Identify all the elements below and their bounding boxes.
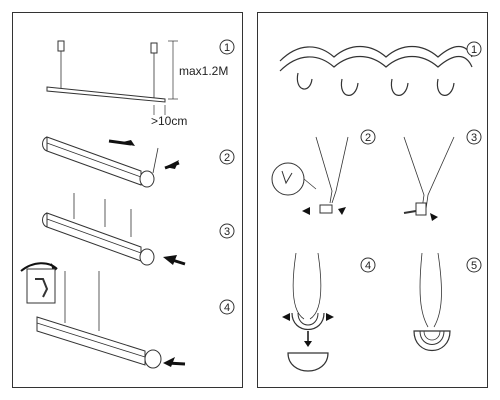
right-step5-loop-final — [413, 252, 451, 352]
svg-text:2: 2 — [365, 132, 371, 144]
step-number-4: 4 — [219, 299, 235, 315]
right-step-number-4: 4 — [360, 257, 376, 273]
step-number-3: 3 — [219, 223, 235, 239]
svg-text:2: 2 — [224, 152, 230, 164]
svg-text:4: 4 — [365, 260, 371, 272]
right-step3-clip-rotate — [403, 136, 455, 221]
left-panel-drawing: max1.2M >10cm 1 2 — [20, 39, 235, 369]
step1-hanging-rail — [46, 40, 178, 115]
svg-text:3: 3 — [471, 132, 477, 144]
right-instruction-panel: 1 2 3 — [257, 12, 488, 388]
step2-profile-clip — [42, 136, 180, 188]
svg-text:5: 5 — [471, 260, 477, 272]
right-step-number-3: 3 — [466, 129, 482, 145]
right-panel-drawing: 1 2 3 — [271, 41, 482, 372]
right-step-number-2: 2 — [360, 129, 376, 145]
right-step4-loop-press — [282, 252, 334, 372]
svg-text:4: 4 — [224, 302, 230, 314]
left-instruction-panel: max1.2M >10cm 1 2 — [12, 12, 243, 388]
svg-text:1: 1 — [471, 44, 477, 56]
step3-profile-assembly — [42, 193, 186, 266]
svg-text:1: 1 — [224, 42, 230, 54]
right-step2-clip-attach — [271, 136, 349, 215]
max-height-label: max1.2M — [179, 64, 228, 78]
right-step1-cable-clips — [279, 45, 473, 96]
step4-end-cap — [20, 262, 186, 369]
step-number-2: 2 — [219, 149, 235, 165]
step-number-1: 1 — [219, 39, 235, 55]
min-clearance-label: >10cm — [151, 114, 187, 128]
right-step-number-1: 1 — [466, 41, 482, 57]
right-step-number-5: 5 — [466, 257, 482, 273]
svg-text:3: 3 — [224, 226, 230, 238]
